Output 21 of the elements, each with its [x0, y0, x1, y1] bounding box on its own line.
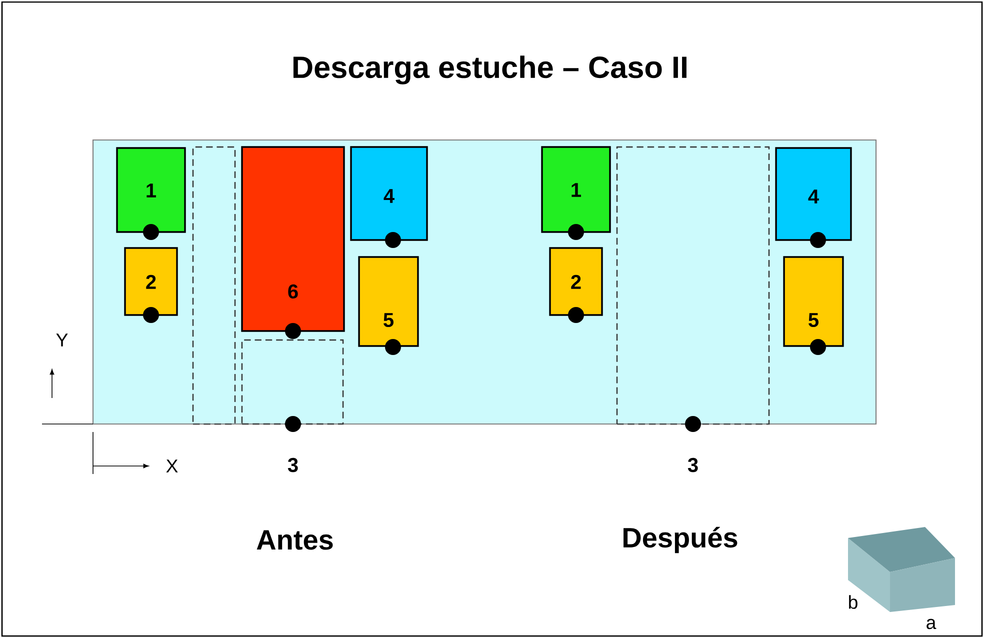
dashed-box	[241, 339, 344, 425]
callout-number: 3	[688, 458, 698, 472]
caption-label: Después	[624, 526, 738, 554]
numbered-box: 4	[350, 146, 428, 241]
axis-label: Y	[56, 334, 68, 346]
callout-number: 3	[288, 458, 298, 472]
dashed-box	[192, 146, 236, 425]
numbered-box: 2	[549, 247, 603, 316]
numbered-box: 1	[116, 147, 186, 233]
numbered-box: 5	[783, 256, 844, 347]
numbered-box: 1	[541, 146, 611, 233]
numbered-box: 5	[358, 256, 419, 347]
dimension-label: b	[849, 595, 858, 609]
dashed-box	[616, 146, 770, 425]
numbered-box: 6	[241, 146, 345, 332]
caption-label: Antes	[256, 530, 333, 550]
axis-label: X	[166, 460, 178, 472]
title: Descarga estuche – Caso II	[293, 56, 686, 84]
numbered-box: 4	[775, 147, 852, 241]
dimension-label: a	[926, 618, 936, 630]
numbered-box: 2	[124, 247, 178, 316]
